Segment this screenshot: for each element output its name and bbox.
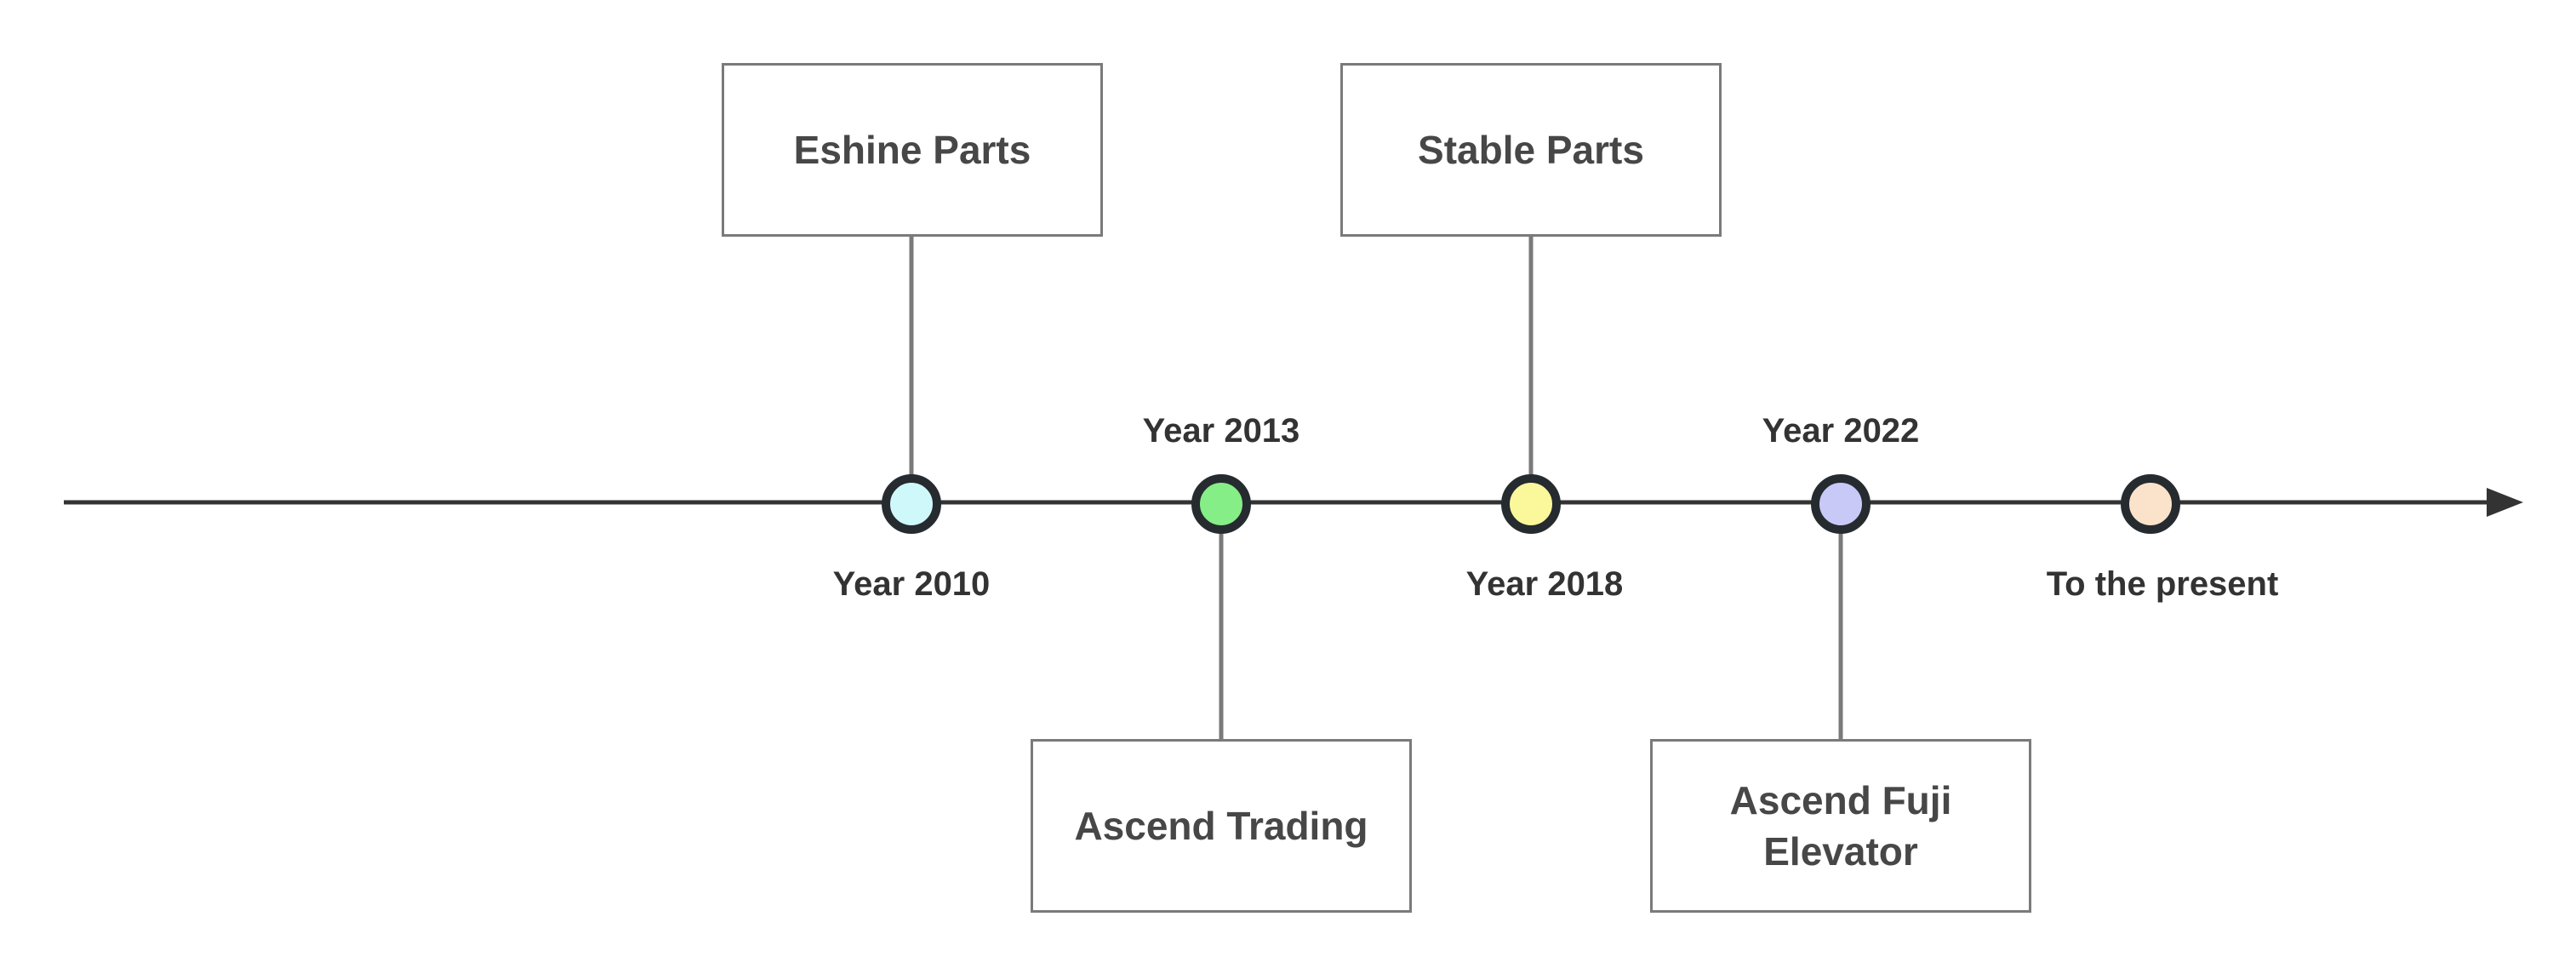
event-box-stable-parts: Stable Parts [1340, 63, 1722, 237]
timeline-arrowhead-icon [2487, 488, 2523, 517]
marker-2018 [1501, 474, 1561, 534]
year-label-2018: Year 2018 [1465, 565, 1624, 603]
year-label-2013: Year 2013 [1142, 412, 1300, 450]
marker-2022 [1811, 474, 1871, 534]
event-box-ascend-trading: Ascend Trading [1031, 739, 1412, 913]
event-name: Ascend Fuji Elevator [1729, 778, 1952, 874]
marker-2013 [1191, 474, 1251, 534]
marker-2010 [882, 474, 941, 534]
marker-present [2121, 474, 2180, 534]
event-name: Stable Parts [1418, 128, 1644, 172]
year-label-2010: Year 2010 [832, 565, 991, 603]
year-label-present: To the present [2046, 565, 2279, 603]
event-name: Ascend Trading [1074, 804, 1368, 848]
event-name: Eshine Parts [793, 128, 1031, 172]
event-box-eshine-parts: Eshine Parts [722, 63, 1103, 237]
event-box-ascend-fuji-elevator: Ascend Fuji Elevator [1650, 739, 2031, 913]
year-label-2022: Year 2022 [1762, 412, 1920, 450]
